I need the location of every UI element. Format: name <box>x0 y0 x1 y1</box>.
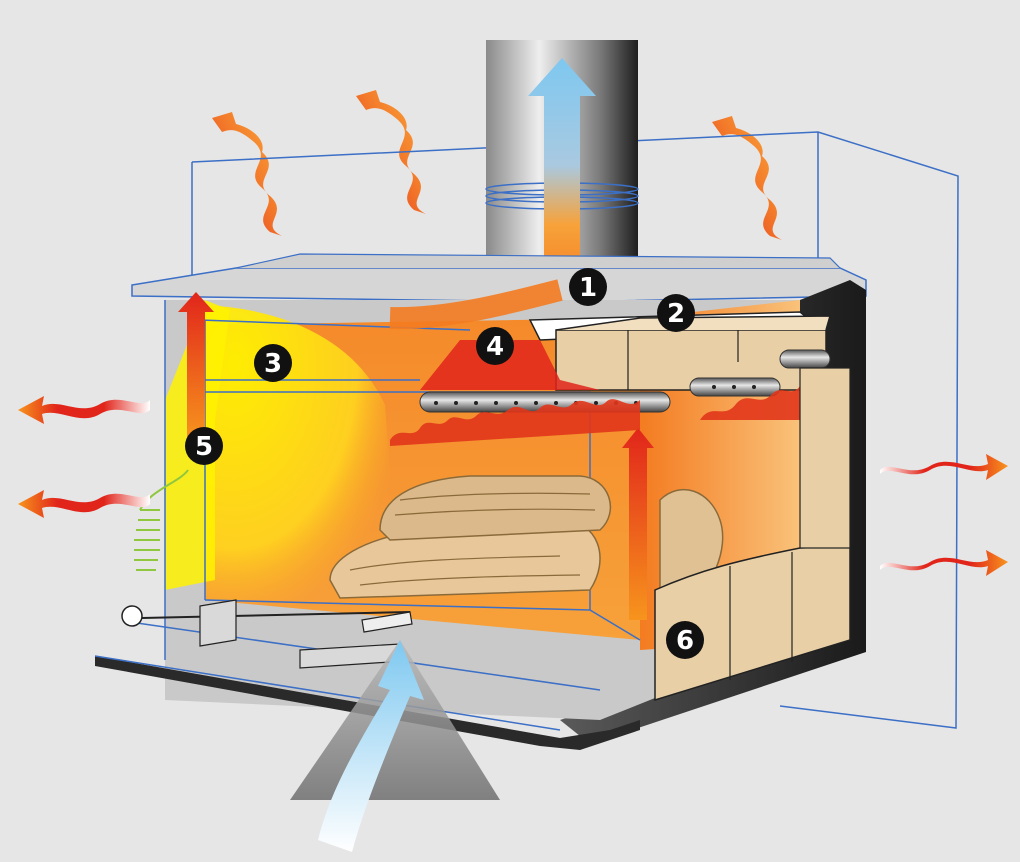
flame-icon <box>390 386 800 446</box>
marker-label: 4 <box>486 332 504 362</box>
marker-label: 5 <box>195 432 213 462</box>
marker-6: 6 <box>666 621 704 659</box>
marker-label: 6 <box>676 626 694 656</box>
marker-label: 3 <box>264 349 282 379</box>
hot-air-rise-arrow <box>622 428 654 620</box>
exhaust-arrow-icon <box>528 58 596 296</box>
number-badge-icon <box>254 344 292 382</box>
number-badge-icon <box>185 427 223 465</box>
heat-wave-icon <box>18 396 150 424</box>
heat-wave-icon <box>356 90 426 214</box>
heat-wave-icon <box>212 112 282 236</box>
firebrick-lining <box>654 367 851 702</box>
intake-air-arrow-icon <box>318 640 424 852</box>
marker-label: 1 <box>579 273 597 303</box>
marker-4: 4 <box>476 327 514 365</box>
front-base-lip <box>94 655 640 750</box>
heat-wave-icon <box>880 454 1008 480</box>
number-badge-icon <box>666 621 704 659</box>
firewood-icon <box>329 475 724 601</box>
marker-label: 2 <box>667 299 685 329</box>
stove-top-plate <box>131 253 867 303</box>
heat-wave-icon <box>880 550 1008 576</box>
air-control-rod[interactable] <box>121 599 413 669</box>
heat-wave-icon <box>712 116 782 240</box>
marker-5: 5 <box>185 427 223 465</box>
secondary-burn-zone <box>389 279 600 390</box>
number-badge-icon <box>476 327 514 365</box>
heat-wave-icon <box>18 490 150 518</box>
number-badge-icon <box>657 294 695 332</box>
marker-1: 1 <box>569 268 607 306</box>
marker-group: 1 2 3 4 5 6 <box>185 268 704 659</box>
marker-2: 2 <box>657 294 695 332</box>
marker-3: 3 <box>254 344 292 382</box>
hot-air-rise-arrow <box>178 292 214 440</box>
number-badge-icon <box>569 268 607 306</box>
